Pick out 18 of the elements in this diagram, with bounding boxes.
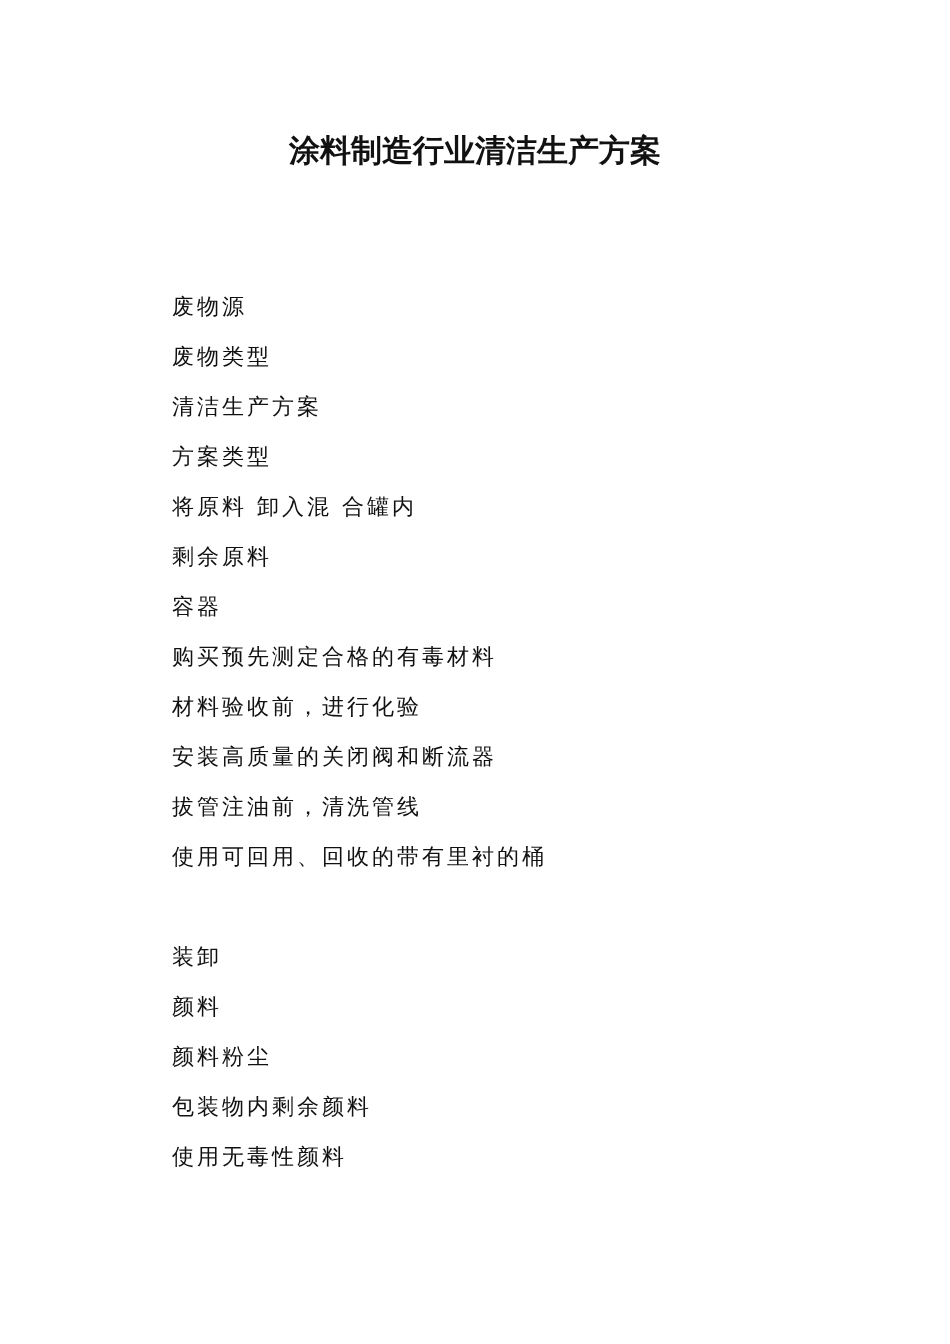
text-line: 安装高质量的关闭阀和断流器: [172, 743, 497, 771]
text-line: 剩余原料: [172, 543, 272, 571]
text-line: 包装物内剩余颜料: [172, 1093, 372, 1121]
text-line: 拔管注油前，清洗管线: [172, 793, 422, 821]
page-title: 涂料制造行业清洁生产方案: [288, 131, 662, 170]
text-line: 清洁生产方案: [172, 393, 322, 421]
text-line: 将原料 卸入混 合罐内: [172, 493, 417, 521]
text-line: 装卸: [172, 943, 222, 971]
text-line: 购买预先测定合格的有毒材料: [172, 643, 497, 671]
text-line: 使用无毒性颜料: [172, 1143, 347, 1171]
text-line: 废物源: [172, 293, 247, 321]
text-line: 材料验收前，进行化验: [172, 693, 422, 721]
text-line: 颜料: [172, 993, 222, 1021]
text-line: 使用可回用、回收的带有里衬的桶: [172, 843, 547, 871]
text-line: 容器: [172, 593, 222, 621]
text-line: 颜料粉尘: [172, 1043, 272, 1071]
text-line: 废物类型: [172, 343, 272, 371]
text-line: 方案类型: [172, 443, 272, 471]
